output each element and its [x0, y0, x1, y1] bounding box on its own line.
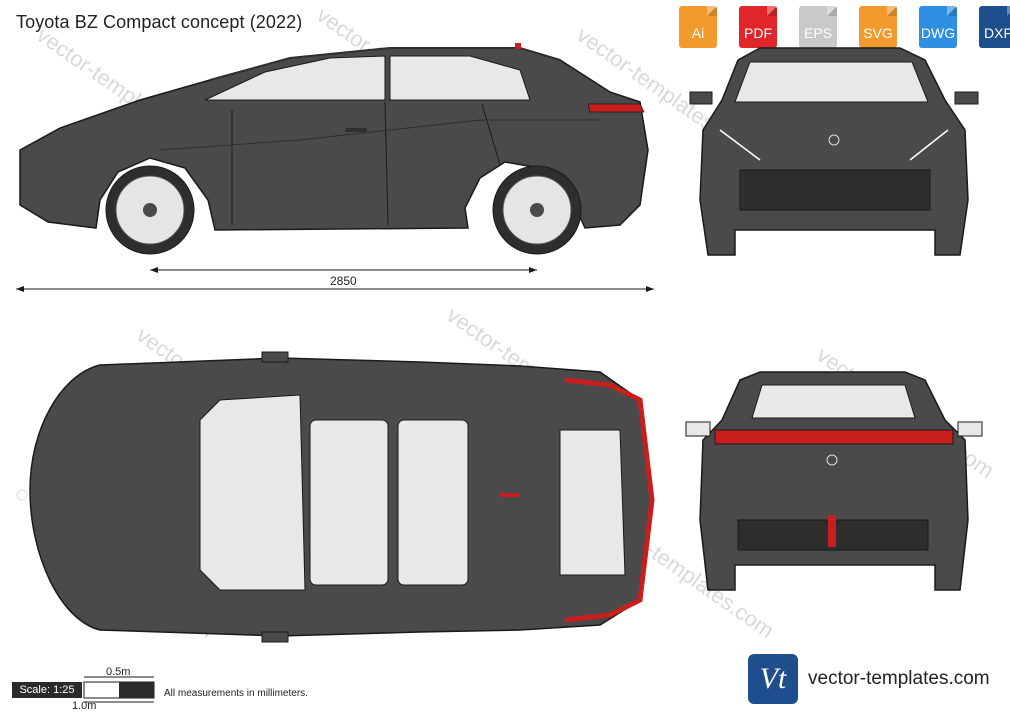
- format-svg-label: SVG: [863, 25, 893, 41]
- wheelbase-label: 2850: [330, 274, 357, 288]
- front-view: [689, 47, 979, 256]
- door-handle: [345, 128, 367, 132]
- page-title: Toyota BZ Compact concept (2022): [16, 12, 303, 32]
- scale-half-meter: 0.5m: [106, 666, 131, 678]
- front-wheel: [105, 165, 195, 255]
- rear-wheel: [492, 165, 582, 255]
- rear-view: [685, 371, 983, 591]
- scale-label: Scale: 1:25: [12, 682, 82, 698]
- sunroof-rear: [397, 419, 469, 586]
- front-emblem: [828, 134, 840, 146]
- top-view: [16, 351, 655, 643]
- door-lines: [231, 101, 501, 226]
- top-emblem: [16, 489, 28, 501]
- windshield: [734, 61, 929, 103]
- top-mirror-left: [261, 351, 289, 363]
- sunroof-front: [309, 419, 389, 586]
- top-mirror-right: [261, 631, 289, 643]
- rear-window-back: [751, 384, 916, 419]
- format-dwg-icon[interactable]: DWG: [914, 6, 962, 48]
- format-dxf-label: DXF: [984, 25, 1010, 41]
- side-view: 2850: [16, 43, 654, 292]
- format-dwg-label: DWG: [920, 25, 956, 41]
- headlights: [719, 129, 949, 161]
- rear-light-bar: [714, 429, 954, 445]
- format-eps-label: EPS: [803, 25, 832, 41]
- side-roof-line: [209, 47, 561, 81]
- rear-light-side: [587, 103, 645, 113]
- rear-window: [559, 429, 626, 576]
- front-mirror-right: [954, 91, 979, 105]
- side-glass: [204, 55, 531, 101]
- format-svg-icon[interactable]: SVG: [854, 6, 902, 48]
- format-ai-icon[interactable]: Ai: [674, 6, 722, 48]
- brand-logo-icon: Vt: [748, 654, 798, 704]
- brand-site: vector-templates.com: [808, 668, 990, 689]
- rear-mirror-left: [685, 421, 711, 437]
- measurement-note: All measurements in millimeters.: [164, 688, 308, 699]
- rear-emblem: [826, 454, 838, 466]
- format-eps-icon[interactable]: EPS: [794, 6, 842, 48]
- brand[interactable]: Vt vector-templates.com: [748, 654, 990, 704]
- rear-fog-light: [828, 515, 836, 547]
- front-grille: [739, 169, 931, 211]
- body-crease: [159, 119, 600, 151]
- front-mirror-left: [689, 91, 713, 105]
- format-pdf-label: PDF: [744, 25, 772, 41]
- format-pdf-icon[interactable]: PDF: [734, 6, 782, 48]
- top-antenna-light: [500, 493, 520, 497]
- scale-bar: [83, 676, 155, 703]
- format-dxf-icon[interactable]: DXF: [974, 6, 1010, 48]
- roof-tail-light: [515, 43, 521, 49]
- rear-mirror-right: [957, 421, 983, 437]
- format-icons: Ai PDF EPS SVG DWG DXF: [674, 6, 1010, 48]
- format-ai-label: Ai: [691, 25, 705, 41]
- scale-one-meter: 1.0m: [72, 700, 97, 712]
- top-windshield: [199, 394, 306, 591]
- top-rear-lights: [564, 377, 655, 623]
